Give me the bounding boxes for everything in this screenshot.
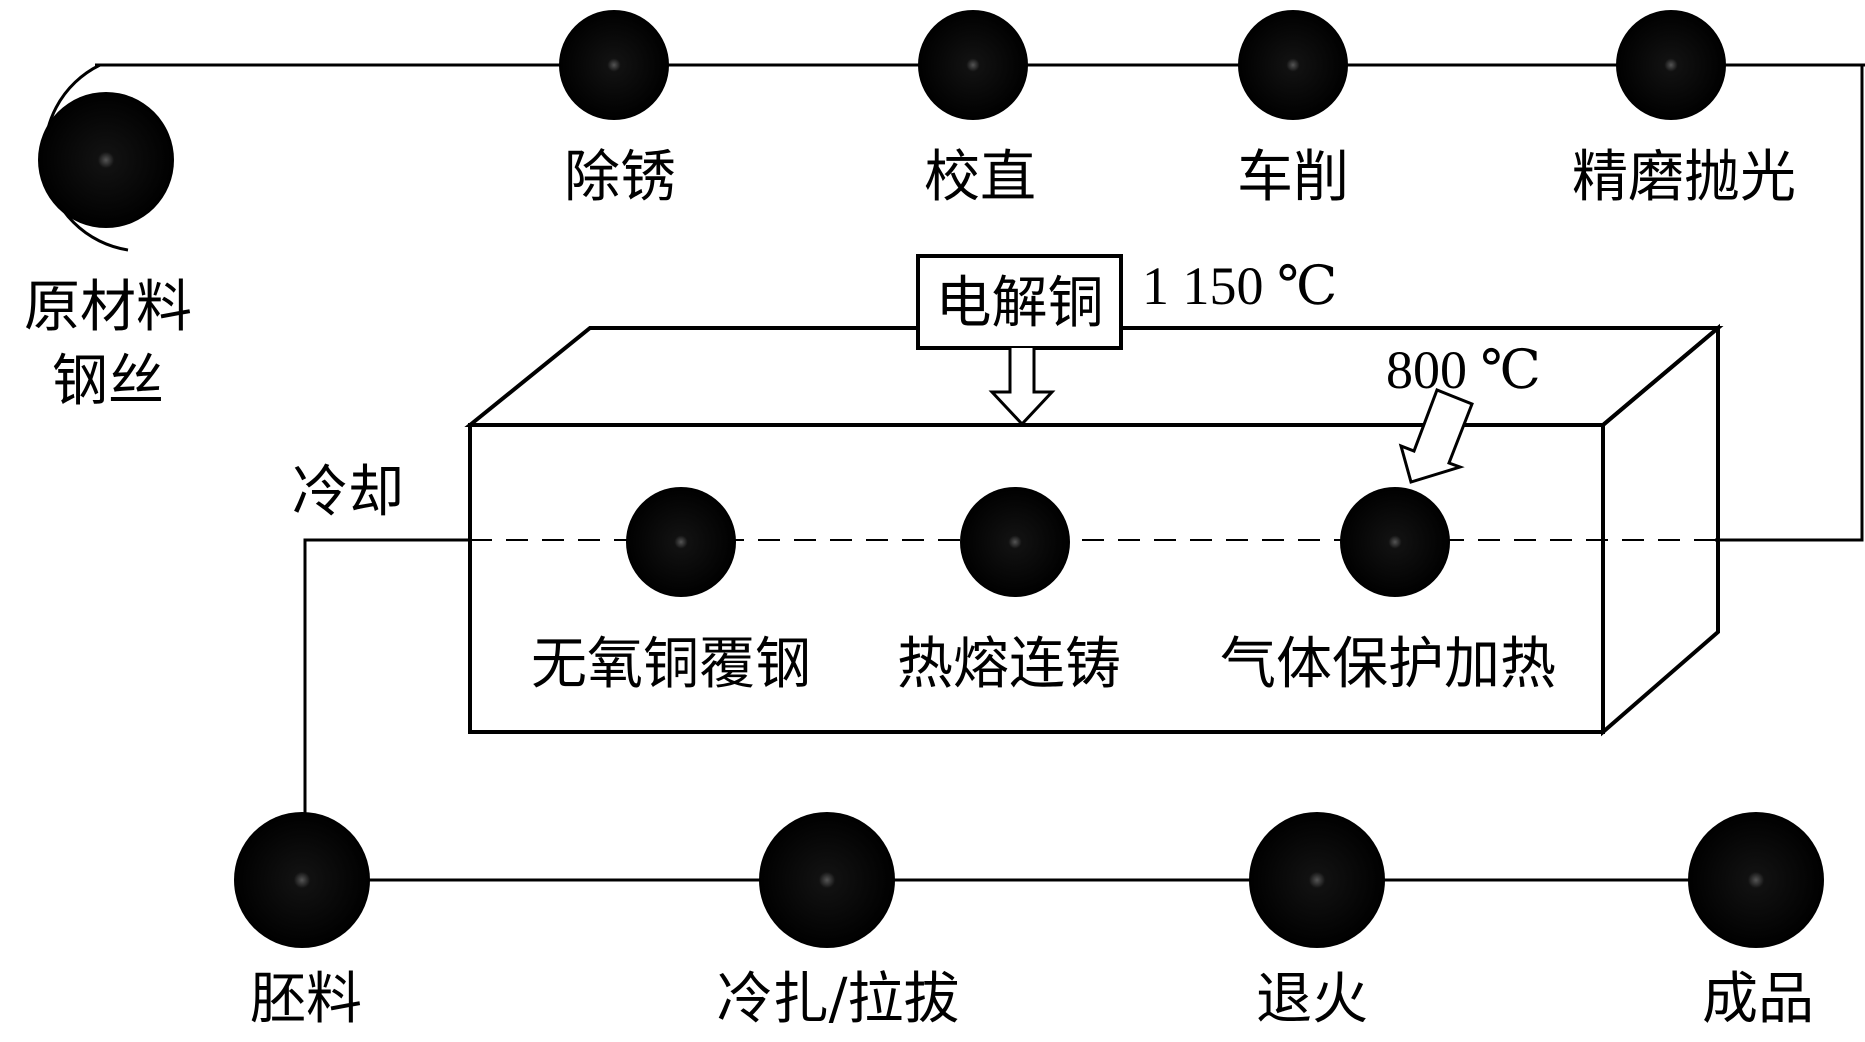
- black-dot-icon: [626, 487, 736, 597]
- grinding-polishing-label: 精磨抛光: [1572, 145, 1796, 210]
- temp-copper-label: 1 150 ℃: [1142, 256, 1337, 316]
- electrolytic-copper-label: 电解铜: [936, 271, 1104, 336]
- cooling-label: 冷却: [292, 460, 404, 525]
- black-dot-icon: [234, 812, 370, 948]
- diagonal-hollow-arrow-icon: [1398, 388, 1474, 484]
- black-dot-icon: [960, 487, 1070, 597]
- annealing-label: 退火: [1256, 967, 1368, 1032]
- turning-label: 车削: [1237, 145, 1349, 210]
- straightening-label: 校直: [924, 145, 1036, 210]
- black-dot-icon: [1688, 812, 1824, 948]
- cold-rolling-drawing-label: 冷扎/拉拔: [717, 967, 960, 1032]
- temp-heating-label: 800 ℃: [1386, 340, 1541, 400]
- gas-shielded-heating-label: 气体保护加热: [1220, 632, 1556, 697]
- ofc-clad-steel-label: 无氧铜覆钢: [531, 632, 811, 697]
- furnace-box: [464, 323, 1724, 737]
- black-dot-icon: [559, 10, 669, 120]
- hot-dip-casting-label: 热熔连铸: [897, 632, 1121, 697]
- product-label: 成品: [1702, 967, 1814, 1032]
- furnace-box-front: [468, 423, 1605, 734]
- raw-material-label-line2: 钢丝: [52, 349, 164, 414]
- blank-label: 胚料: [250, 967, 362, 1032]
- rust-removal-label: 除锈: [564, 145, 676, 210]
- black-dot-icon: [38, 92, 174, 228]
- raw-material-label-line1: 原材料: [24, 275, 192, 340]
- black-dot-icon: [918, 10, 1028, 120]
- black-dot-icon: [759, 812, 895, 948]
- black-dot-icon: [1340, 487, 1450, 597]
- black-dot-icon: [1249, 812, 1385, 948]
- down-hollow-arrow-icon: [988, 348, 1056, 427]
- black-dot-icon: [1238, 10, 1348, 120]
- furnace-box-side: [1601, 323, 1720, 737]
- black-dot-icon: [1616, 10, 1726, 120]
- nodes: [38, 10, 1824, 948]
- cooling-line: [303, 538, 470, 880]
